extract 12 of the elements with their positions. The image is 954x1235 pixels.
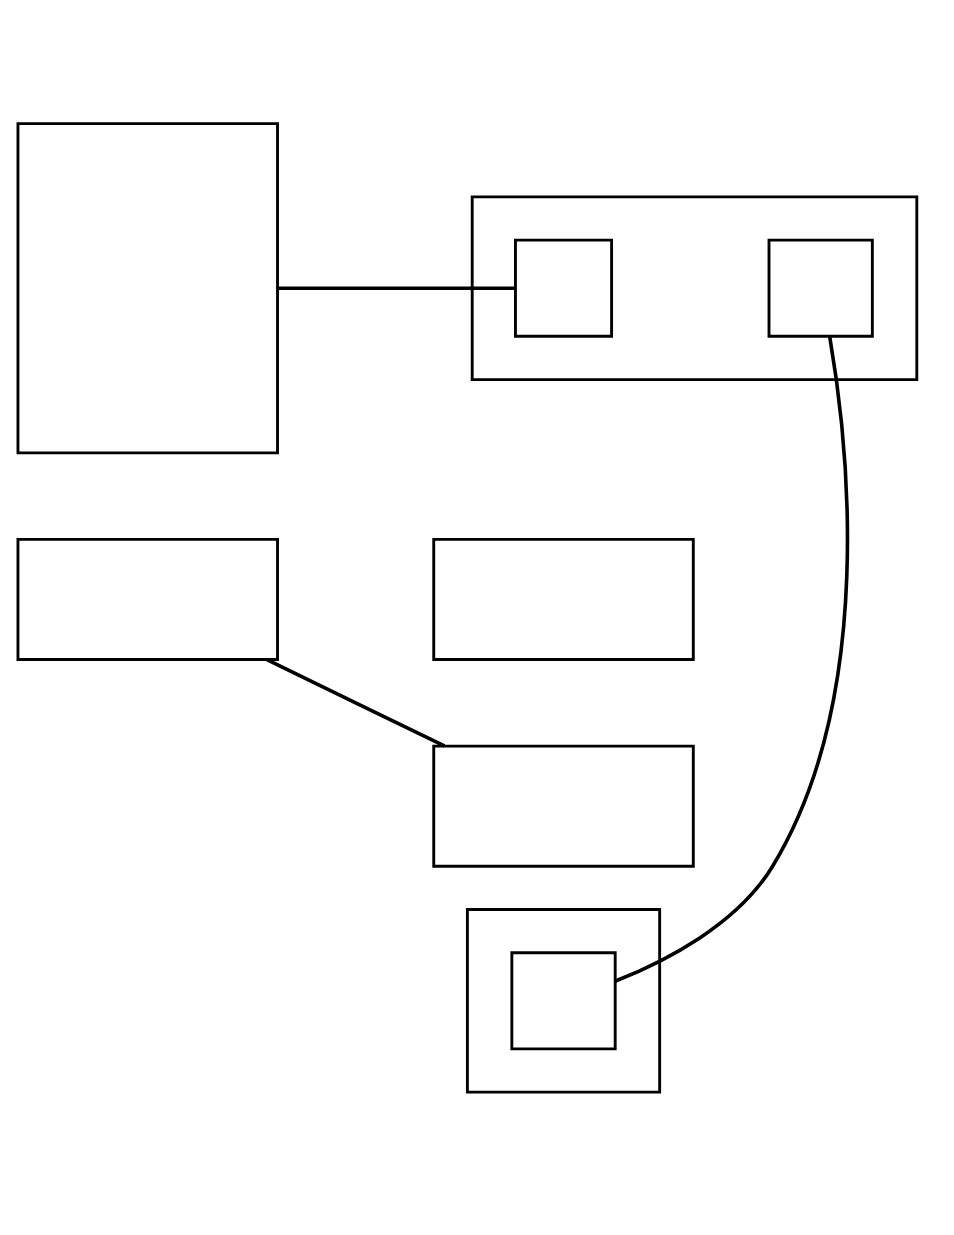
node-box [432,537,695,661]
node-box [510,951,617,1051]
connector [266,658,446,748]
node-box [514,238,614,338]
node-box [16,122,279,455]
node-box [432,744,695,868]
connector [614,336,850,983]
node-box [16,537,279,661]
node-box [767,238,874,338]
cluster [470,195,919,381]
connector [277,286,515,291]
cluster [465,908,662,1094]
